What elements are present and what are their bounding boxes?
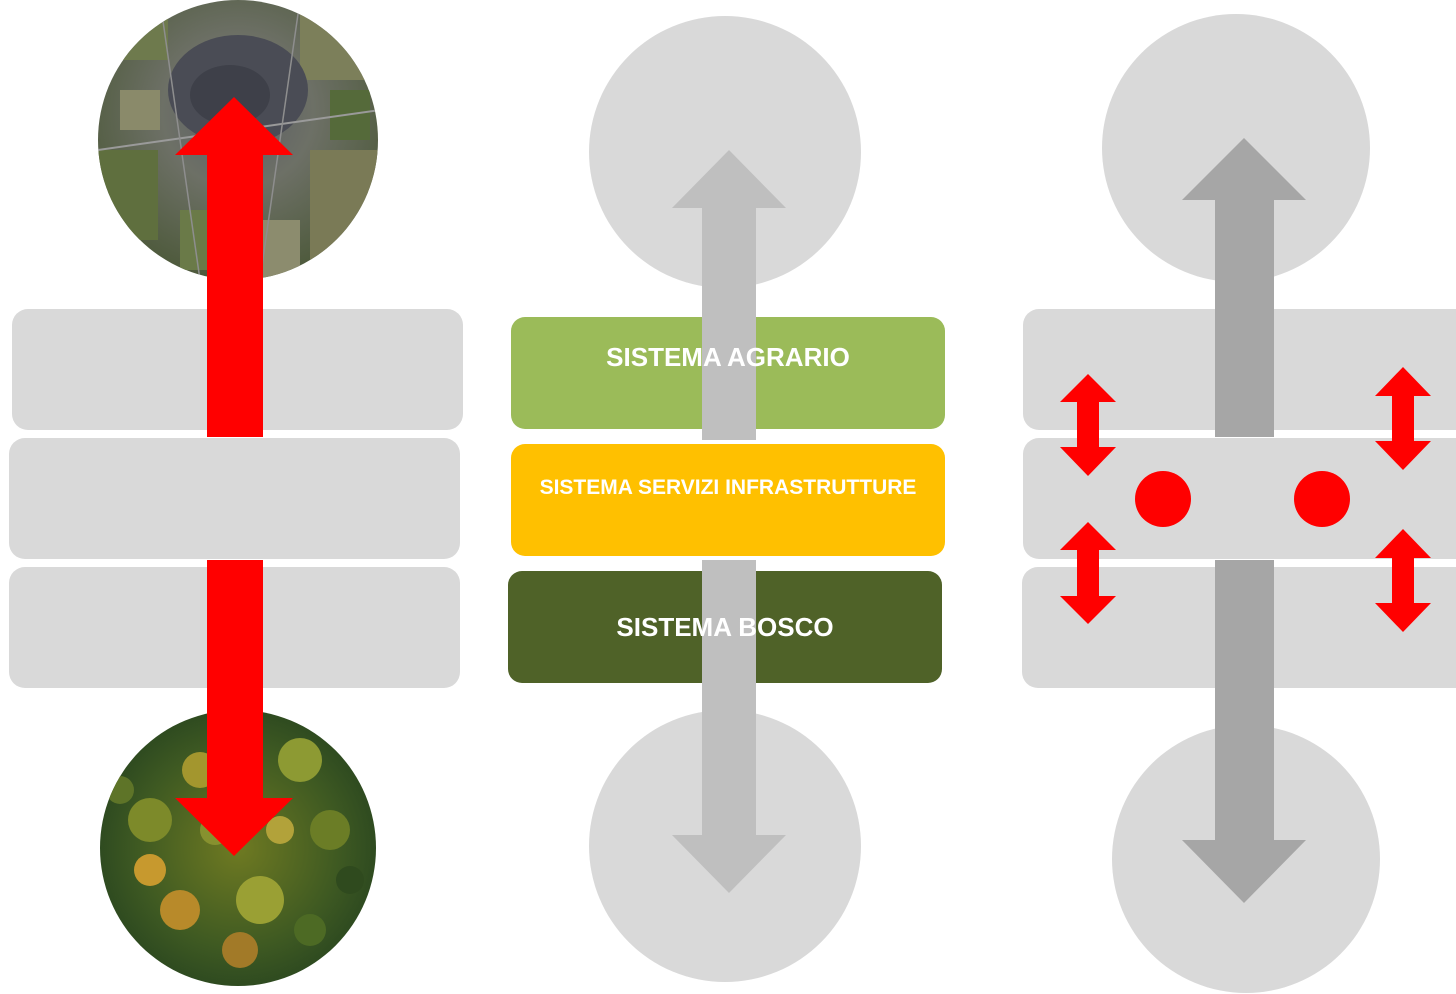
band-middle bbox=[1023, 438, 1456, 559]
red-double-arrow bbox=[175, 97, 293, 856]
top-circle bbox=[589, 16, 861, 288]
red-dot-left bbox=[1135, 471, 1191, 527]
red-small-arrow-top-left bbox=[1060, 374, 1116, 476]
band-middle bbox=[9, 438, 460, 559]
red-small-arrow-bottom-right bbox=[1375, 529, 1431, 632]
grey-double-arrow bbox=[1182, 138, 1306, 903]
red-small-arrow-bottom-left bbox=[1060, 522, 1116, 624]
grey-double-arrow bbox=[672, 150, 786, 893]
panel-2 bbox=[508, 16, 945, 982]
red-dot-right bbox=[1294, 471, 1350, 527]
panel-3 bbox=[1022, 14, 1456, 993]
panel-1 bbox=[9, 0, 463, 986]
red-small-arrow-top-right bbox=[1375, 367, 1431, 470]
system-box-servizi bbox=[511, 444, 945, 556]
